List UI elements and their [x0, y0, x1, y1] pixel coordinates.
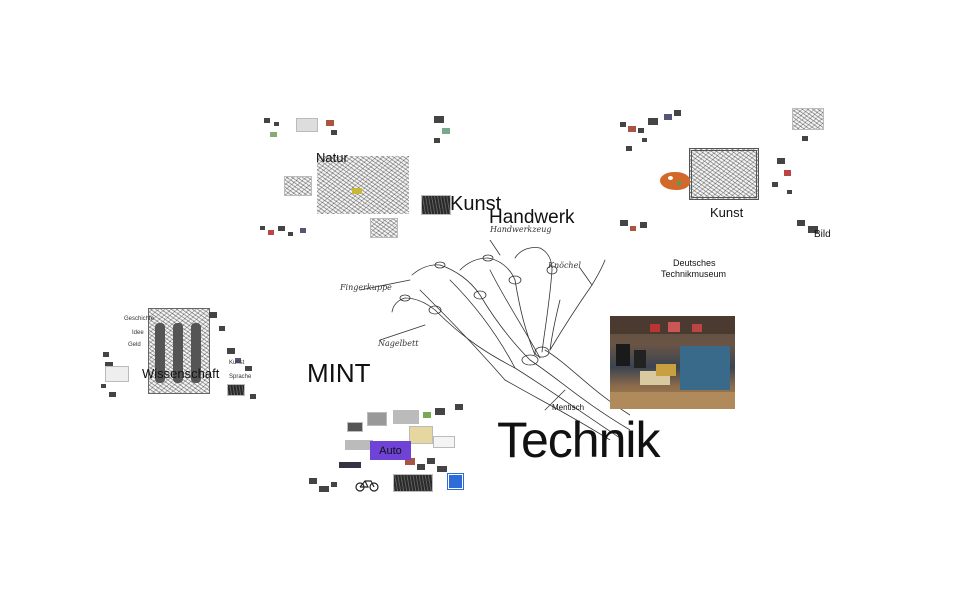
label-kunst-right: Kunst [710, 205, 744, 220]
cluster-natur-kunst [256, 110, 486, 250]
paint-palette-icon [660, 172, 690, 190]
annotation-fingerkuppe: Fingerkuppe [340, 283, 392, 292]
annotation-handwerkzeug: Handwerkzeug [490, 225, 552, 234]
cluster-auto [305, 400, 475, 500]
label-auto: Auto [379, 444, 402, 457]
annotation-nagelbett: Nagelbett [378, 339, 419, 348]
computer-museum-photo [610, 316, 735, 409]
natur-landscape-image [317, 156, 409, 214]
label-technik: Technik [497, 412, 661, 468]
annotation-knochel: Knöchel [548, 261, 581, 270]
cluster-wissenschaft [95, 300, 265, 410]
label-handwerk: Handwerk [489, 207, 575, 228]
bicycle-icon [355, 480, 379, 492]
label-sprache: Sprache [229, 374, 252, 380]
hand-sketch-icon [359, 240, 630, 440]
label-museum-line1: Deutsches [673, 258, 716, 268]
label-kunst-small: Kunst [229, 360, 245, 366]
motorway-sign-icon [447, 473, 464, 490]
label-natur: Natur [316, 150, 348, 165]
kunst-thumbnail [421, 195, 451, 215]
label-bild: Bild [814, 229, 831, 240]
cluster-kunst-right [612, 100, 837, 250]
label-wissenschaft: Wissenschaft [142, 366, 220, 381]
wissenschaft-diagram [148, 308, 210, 394]
label-geld: Geld [128, 342, 141, 348]
label-mint: MINT [307, 358, 371, 388]
auto-badge: Auto [370, 441, 411, 460]
label-idee: Idee [132, 330, 144, 336]
kunst-framed-artwork [689, 148, 759, 200]
label-mentisch: Mentisch [552, 403, 585, 412]
label-kunst-center: Kunst [450, 193, 502, 215]
label-museum-line2: Technikmuseum [661, 269, 727, 279]
label-geschichte: Geschichte [124, 316, 155, 322]
